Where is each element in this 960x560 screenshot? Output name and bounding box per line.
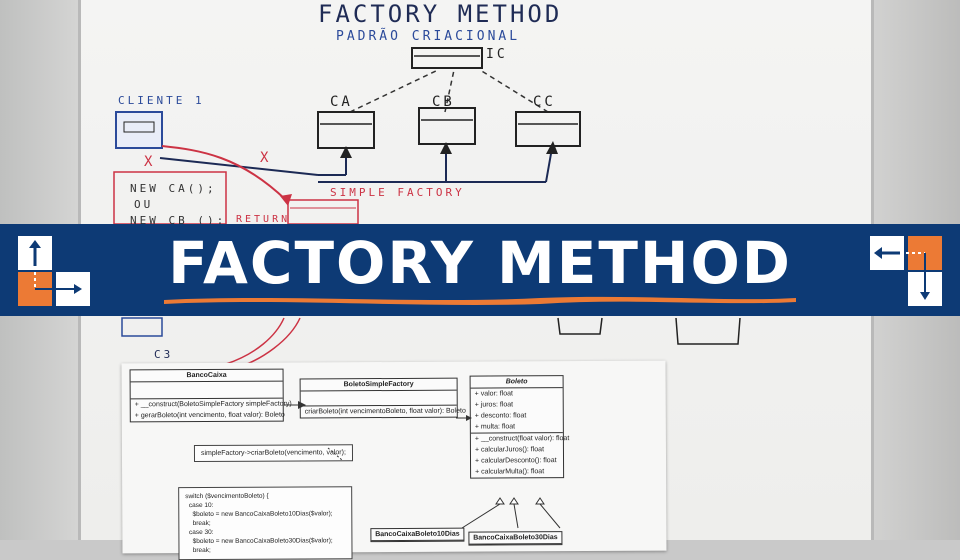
- factory-logo-left-icon: [18, 236, 90, 306]
- sketch-subheading: PADRÃO CRIACIONAL: [336, 28, 520, 44]
- factory-logo-right-icon: [870, 236, 942, 306]
- x-mark-2: X: [260, 150, 271, 166]
- interface-label: IC: [486, 47, 508, 62]
- title-underline: [164, 296, 796, 305]
- class-label-cc: CC: [533, 94, 556, 110]
- simple-factory-label: SIMPLE FACTORY: [330, 186, 465, 199]
- banner-title: FACTORY METHOD: [168, 229, 792, 297]
- class-box-cc: [515, 111, 581, 147]
- uml-connectors: [284, 401, 561, 529]
- whiteboard-sketch: FACTORY METHOD PADRÃO CRIACIONAL IC CA C…: [113, 0, 741, 480]
- client-label: CLIENTE 1: [118, 94, 205, 107]
- code-line-1: NEW CA();: [130, 182, 217, 195]
- x-mark-1: X: [144, 154, 155, 170]
- code-line-2: OU: [134, 198, 153, 211]
- sketch-heading: FACTORY METHOD: [318, 0, 562, 28]
- interface-box: [411, 47, 483, 69]
- c3-label: C3: [154, 348, 173, 361]
- class-label-ca: CA: [330, 94, 353, 110]
- class-label-cb: CB: [432, 94, 455, 110]
- return-label: RETURN: [236, 214, 290, 225]
- code-line-3: NEW CB ();: [130, 214, 226, 227]
